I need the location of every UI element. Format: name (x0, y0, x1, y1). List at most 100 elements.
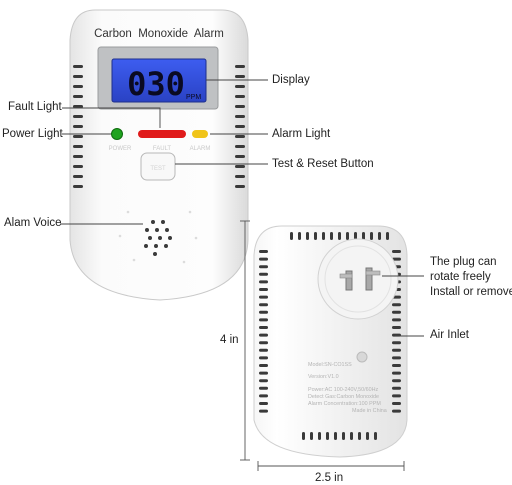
vent-slot (73, 105, 83, 108)
vent-slot (362, 232, 365, 240)
vent-slot (259, 288, 268, 291)
vent-slot (392, 386, 401, 390)
vent-slot (366, 432, 369, 440)
air-inlet-callout: Air Inlet (430, 329, 469, 341)
vent-slot (73, 155, 83, 158)
vent-slot (73, 115, 83, 118)
plug-prong-tip-right (365, 270, 381, 276)
lcd-screen (111, 58, 207, 103)
speaker-hole (153, 252, 157, 256)
lcd-value: 030 (127, 65, 185, 103)
vent-slot (259, 272, 268, 276)
vent-slot (259, 386, 268, 390)
height-dimension-label: 4 in (220, 334, 239, 346)
vent-slot (73, 175, 83, 178)
vent-slot (392, 371, 401, 375)
power-light-callout: Power Light (2, 128, 63, 140)
vent-slot (326, 432, 329, 440)
vent-slot (73, 125, 83, 128)
vent-slot (235, 145, 245, 148)
back-device: Model:SN-CO1SS Version:V1.0 Power:AC 100… (253, 225, 408, 458)
vent-slot (392, 394, 401, 398)
plug-callout-line-2: rotate freely (430, 271, 491, 283)
back-vents-top (290, 232, 389, 240)
vent-slot (334, 432, 337, 440)
vent-slot (392, 303, 401, 307)
vent-slot (235, 155, 245, 158)
speaker-hole (188, 210, 192, 214)
vent-slot (342, 432, 345, 440)
speaker-hole (144, 244, 148, 248)
vent-slot (392, 379, 401, 383)
vent-slot (259, 310, 268, 314)
model-line: Detect Gas:Carbon Monoxide (308, 394, 379, 400)
vent-slot (235, 95, 245, 98)
vent-slot (392, 318, 401, 322)
speaker-hole (194, 236, 198, 240)
model-line: Model:SN-CO1SS (308, 362, 352, 368)
speaker-hole (158, 236, 162, 240)
speaker-hole (165, 228, 169, 232)
vent-slot (73, 135, 83, 138)
fault-light (138, 130, 186, 138)
vent-slot (302, 432, 305, 440)
vent-slot (259, 265, 268, 269)
fault-light-leader (62, 107, 161, 128)
vent-slot (259, 394, 268, 398)
vent-slot (259, 250, 268, 253)
vent-slot (259, 318, 268, 322)
vent-slot (374, 432, 377, 440)
vent-slot (235, 175, 245, 178)
vent-slot (73, 95, 83, 98)
test-reset-button[interactable] (140, 152, 176, 181)
vent-slot (259, 326, 268, 329)
indicator-label-power: POWER (109, 146, 132, 152)
device-title: Carbon Monoxide Alarm (94, 28, 224, 40)
front-device: Carbon Monoxide Alarm 030 PPM POWER FAUL… (69, 9, 249, 301)
vent-slot (73, 85, 83, 88)
vent-slot (259, 364, 268, 367)
speaker-hole (118, 234, 122, 238)
vent-slot (392, 341, 401, 345)
test-button-text: TEST (150, 166, 166, 172)
model-line: Alarm Concentration:100 PPM (308, 401, 381, 407)
vent-slot (235, 65, 245, 68)
vent-slot (290, 232, 293, 240)
vent-slot (235, 115, 245, 118)
plug-prong-tip-left (339, 273, 353, 279)
vent-slot (259, 371, 268, 375)
front-vents-left (73, 65, 83, 188)
vent-slot (330, 232, 333, 240)
model-line: Power:AC 100-240V,50/60Hz (308, 387, 379, 393)
vent-slot (392, 356, 401, 360)
back-vents-left (259, 250, 268, 413)
vent-slot (259, 303, 268, 307)
vent-slot (370, 232, 373, 240)
vent-slot (73, 185, 83, 188)
speaker-hole (168, 236, 172, 240)
vent-slot (322, 232, 325, 240)
callout-lines (60, 79, 424, 337)
alarm-light (192, 130, 208, 138)
plug-rotator[interactable] (317, 238, 399, 320)
vent-slot (259, 257, 268, 261)
speaker-hole (126, 210, 130, 214)
lcd-unit: PPM (186, 94, 201, 101)
vent-slot (392, 364, 401, 367)
speaker-hole (154, 244, 158, 248)
vent-slot (235, 165, 245, 168)
vent-slot (235, 125, 245, 128)
vent-slot (392, 409, 401, 413)
model-label: Model:SN-CO1SS Version:V1.0 Power:AC 100… (308, 362, 387, 414)
vent-slot (259, 341, 268, 345)
vent-slot (350, 432, 353, 440)
speaker-hole (155, 228, 159, 232)
vent-slot (392, 326, 401, 329)
plug-prong-left (345, 270, 353, 291)
vent-slot (259, 379, 268, 383)
indicator-label-fault: FAULT (153, 146, 172, 152)
vent-slot (358, 432, 361, 440)
vent-slot (354, 232, 357, 240)
back-vents-bottom (302, 432, 377, 440)
